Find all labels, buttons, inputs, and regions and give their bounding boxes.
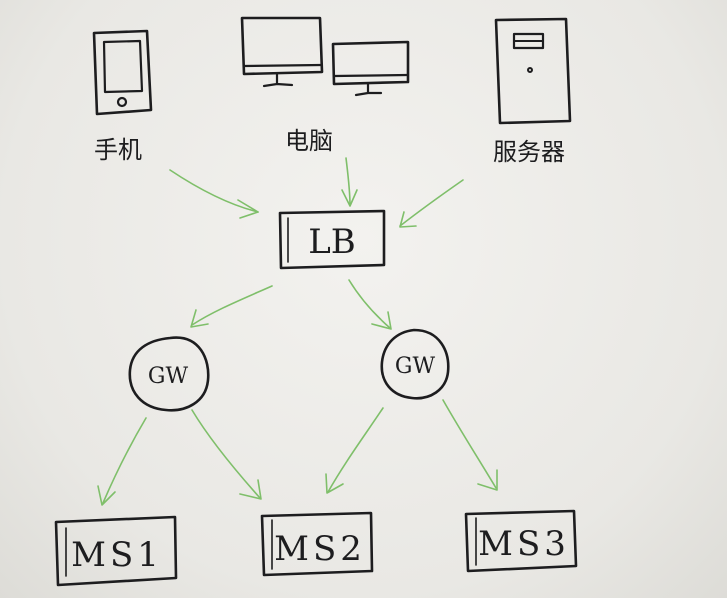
gateway-label-2: GW xyxy=(395,354,436,379)
arrow-gw1-to-ms1 xyxy=(97,417,147,506)
arrow-server-to-lb xyxy=(399,179,464,228)
gateway-label-1: GW xyxy=(148,364,189,389)
computer-icon xyxy=(240,16,410,97)
microservice-label-2: MS2 xyxy=(274,529,366,569)
load-balancer-label: LB xyxy=(308,222,356,262)
microservice-label-3: MS3 xyxy=(478,524,570,564)
arrow-phone-to-lb xyxy=(169,169,259,219)
arrow-computer-to-lb xyxy=(341,157,358,207)
server-label: 服务器 xyxy=(493,138,565,166)
computer-label: 电脑 xyxy=(285,127,333,155)
arrow-gw1-to-ms2 xyxy=(191,409,262,500)
server-icon xyxy=(494,17,572,125)
arrow-gw2-to-ms3 xyxy=(442,399,498,491)
gateway-node-2: GW xyxy=(380,328,450,400)
gateway-node-1: GW xyxy=(128,336,210,412)
arrow-lb-to-gw2 xyxy=(348,279,392,330)
arrow-lb-to-gw1 xyxy=(190,285,273,328)
microservice-node-3: MS3 xyxy=(464,509,578,573)
phone-label: 手机 xyxy=(94,136,142,164)
load-balancer-node: LB xyxy=(278,209,386,270)
microservice-label-1: MS1 xyxy=(71,535,163,575)
microservice-node-2: MS2 xyxy=(260,511,374,577)
arrow-gw2-to-ms2 xyxy=(325,407,384,494)
microservice-node-1: MS1 xyxy=(54,515,178,587)
phone-icon xyxy=(92,29,153,116)
